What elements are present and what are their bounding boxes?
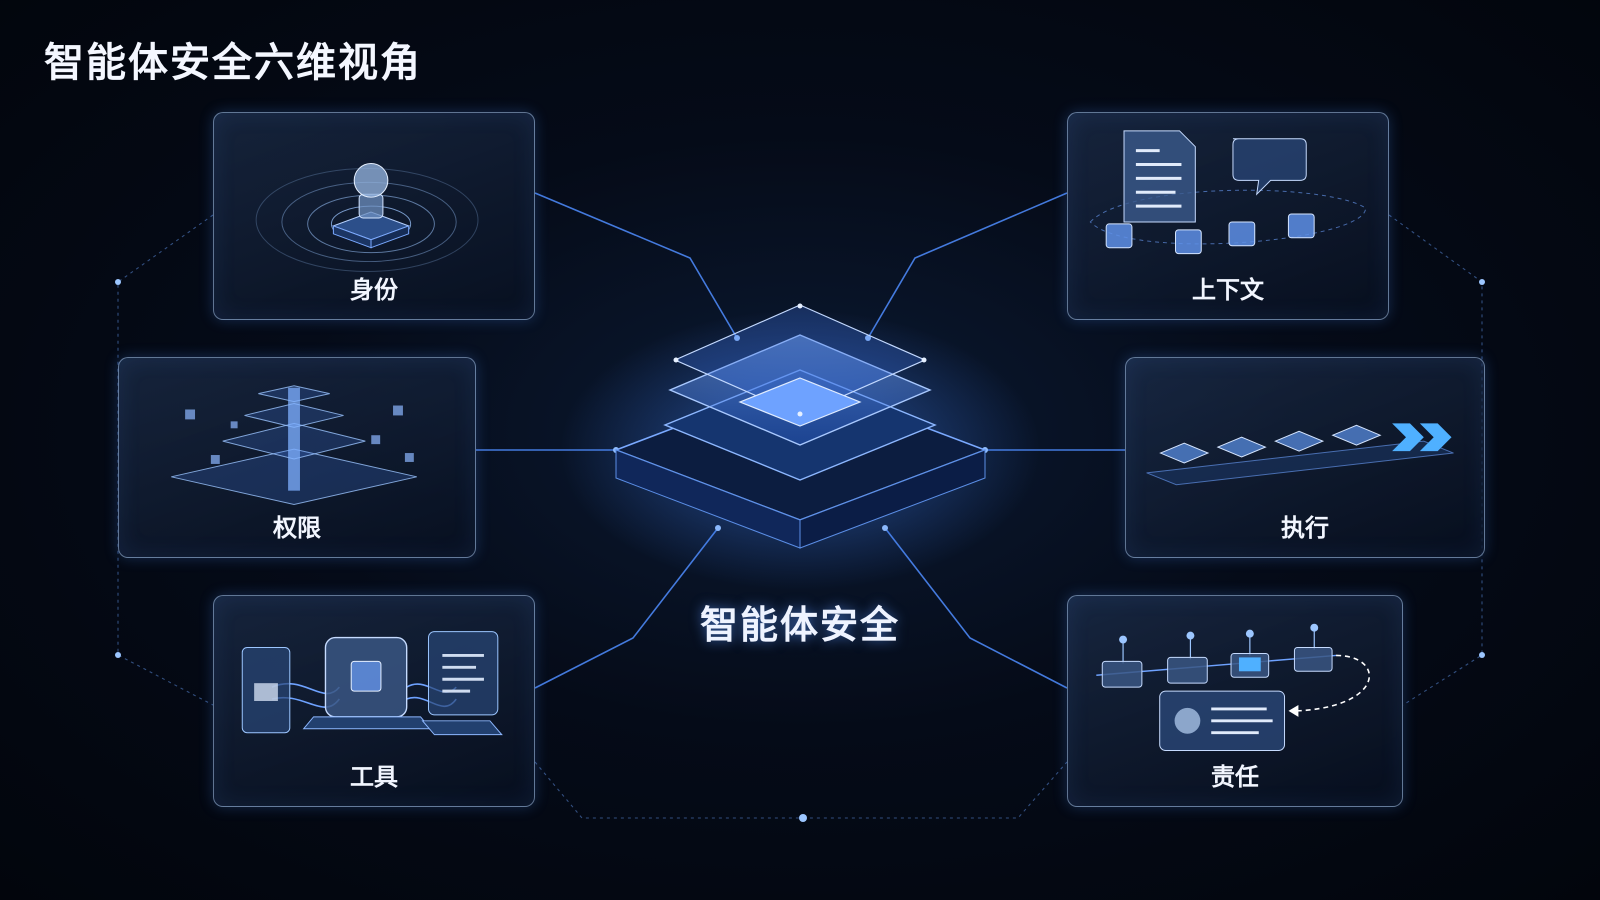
tool-icon: [241, 631, 503, 736]
permission-icon: [171, 385, 417, 506]
permission-label: 权限: [273, 514, 321, 542]
context-icon: [1089, 130, 1367, 255]
identity-card: 身份: [213, 112, 535, 320]
context-card: 上下文: [1067, 112, 1389, 320]
execution-label: 执行: [1281, 514, 1329, 542]
permission-card: 权限: [118, 357, 476, 558]
identity-label: 身份: [350, 276, 398, 304]
execution-icon: [1146, 423, 1454, 486]
accountability-icon: [1096, 623, 1371, 752]
accountability-card: 责任: [1067, 595, 1403, 807]
identity-icon: [255, 163, 479, 272]
hub-links: [476, 192, 1125, 689]
accountability-label: 责任: [1211, 763, 1259, 791]
link-context: [867, 192, 1068, 339]
tool-label: 工具: [350, 763, 398, 791]
hub-label: 智能体安全: [699, 603, 900, 647]
hub-stack-icon: [560, 303, 1040, 590]
context-label: 上下文: [1192, 276, 1264, 304]
execution-card: 执行: [1125, 357, 1485, 558]
tool-card: 工具: [213, 595, 535, 807]
page-title: 智能体安全六维视角: [44, 40, 422, 86]
link-identity: [534, 192, 738, 339]
